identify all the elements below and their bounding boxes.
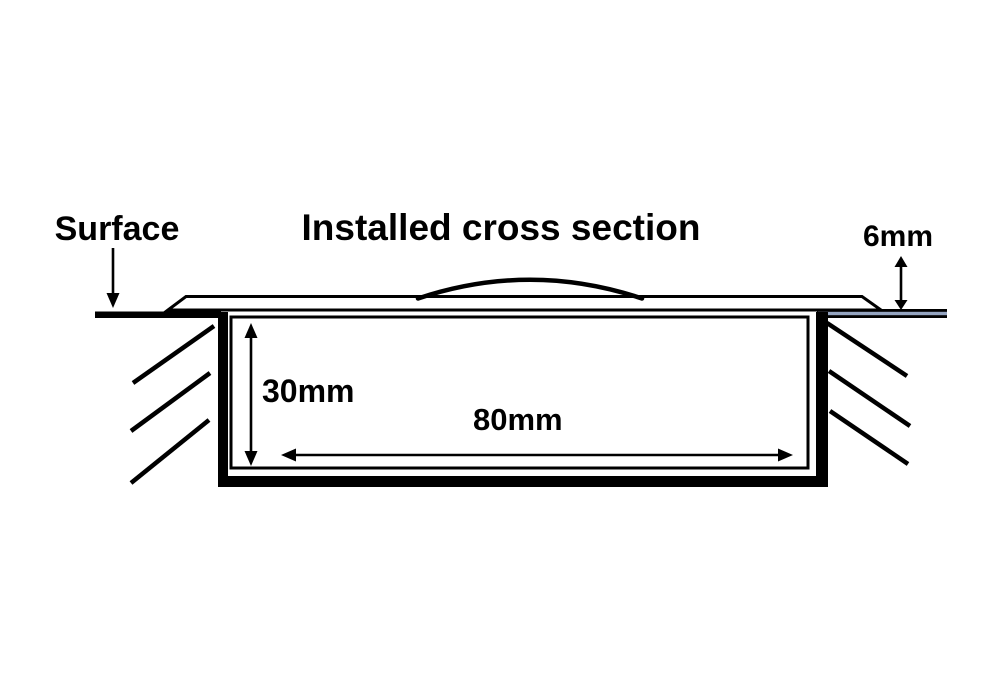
arrow-head-up [244, 323, 258, 338]
arrow-head-down [106, 293, 120, 308]
depth-30mm-arrow [244, 323, 258, 466]
width-80mm-arrow [281, 448, 793, 462]
hatch-line [129, 371, 212, 433]
dim-80mm-label: 80mm [473, 402, 563, 437]
dim-6mm-label: 6mm [863, 220, 933, 253]
recess-wall-right [816, 312, 828, 487]
surface-line-left [95, 311, 221, 318]
ground-hatching-right [825, 321, 912, 466]
hatch-line [827, 369, 912, 428]
arrow-head-right [778, 448, 793, 462]
hatch-line [131, 324, 216, 385]
surface-label: Surface [55, 210, 180, 248]
height-6mm-arrow [894, 256, 908, 310]
surface-line-right [817, 309, 947, 318]
unit-body [229, 315, 810, 470]
ground-hatching-left [129, 324, 216, 485]
recess-wall-left [218, 312, 228, 487]
arrow-head-left [281, 448, 296, 462]
arrow-head-down [894, 300, 908, 310]
hatch-line [828, 409, 910, 466]
arrow-head-up [894, 256, 908, 267]
recess-outline [218, 312, 828, 487]
diagram-title: Installed cross section [302, 207, 701, 248]
surface-line-right-core [818, 311, 947, 316]
arrow-head-down [244, 451, 258, 466]
dim-30mm-label: 30mm [262, 373, 355, 409]
dome-bump [415, 277, 645, 301]
flange-plate [163, 295, 886, 312]
hatch-line [129, 418, 211, 485]
surface-pointer-arrow [106, 248, 120, 308]
recess-floor [218, 476, 828, 487]
hatch-line [825, 321, 909, 378]
